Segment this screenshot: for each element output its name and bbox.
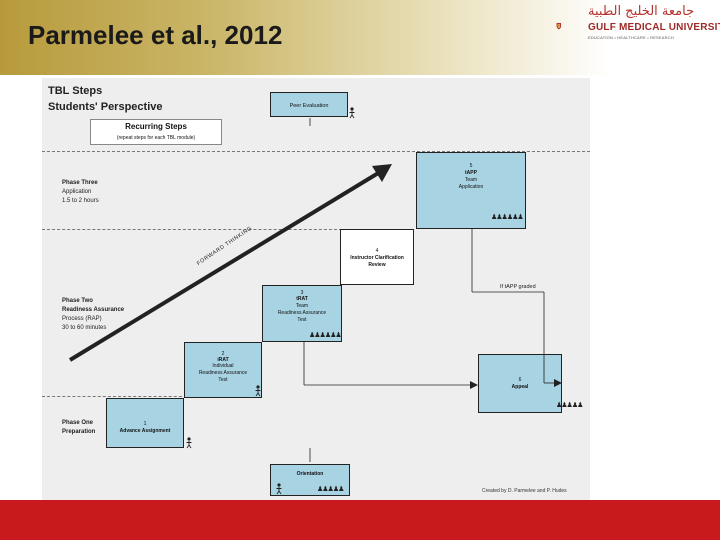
phase-one-title: Phase One [62, 420, 94, 426]
person-icon [276, 483, 282, 495]
step-3-box: 3 tRAT Team Readiness Assurance Test ♟♟♟… [262, 285, 342, 342]
phase-one-text: Preparation [62, 429, 96, 435]
step-1-label: Advance Assignment [119, 428, 171, 434]
connector-lines [303, 118, 562, 462]
person-icon [255, 385, 261, 397]
phase-three-text: 1.5 to 2 hours [62, 198, 99, 204]
step-4-label: Instructor Clarification [350, 255, 404, 261]
recurring-steps-box: Recurring Steps (repeat steps for each T… [90, 119, 222, 145]
diagram-subheading: Students' Perspective [48, 101, 163, 113]
step-5-title: tAPP [465, 170, 477, 176]
step-3-text: Team [295, 303, 309, 309]
phase-one-label: Phase One Preparation [62, 419, 95, 437]
step-2-text: Individual [212, 363, 234, 369]
step-5-box: 5 tAPP Team Application ♟♟♟♟♟♟ [416, 152, 526, 229]
phase-two-label: Phase Two Readiness Assurance Process (R… [62, 297, 124, 333]
step-2-box: 2 iRAT Individual Readiness Assurance Te… [184, 342, 262, 398]
peer-evaluation-label: Peer Evaluation [289, 103, 329, 109]
logo-arabic-text: جامعة الخليج الطبية [588, 4, 695, 19]
step-5-text: Team [464, 177, 478, 183]
phase-three-text: Application [62, 189, 92, 195]
phase-two-title: Phase Two [62, 298, 93, 304]
phase-three-label: Phase Three Application 1.5 to 2 hours [62, 179, 99, 206]
logo-tagline: EDUCATION • HEALTHCARE • RESEARCH [588, 35, 674, 40]
step-6-box: 6 Appeal [478, 354, 562, 413]
step-4-number: 4 [375, 248, 379, 254]
step-3-number: 3 [300, 290, 304, 296]
step-6-number: 6 [518, 377, 522, 383]
footer-bar [0, 500, 720, 540]
shield-icon [556, 23, 562, 30]
team-icon-row: ♟♟♟♟♟♟ [309, 332, 342, 339]
orientation-label: Orientation [296, 471, 324, 477]
logo-name: GULF MEDICAL UNIVERSITY [588, 22, 720, 33]
step-1-number: 1 [143, 421, 147, 427]
step-1-box: 1 Advance Assignment [106, 398, 184, 448]
phase-two-text: 30 to 60 minutes [62, 325, 107, 331]
orientation-box: Orientation ♟♟♟♟♟ [270, 464, 350, 496]
credit-text: Created by D. Parmelee and P. Hudes [482, 488, 567, 494]
recurring-steps-title: Recurring Steps [125, 122, 187, 131]
step-2-number: 2 [221, 351, 225, 357]
step-2-text: Test [218, 377, 228, 383]
peer-evaluation-box: Peer Evaluation [270, 92, 348, 117]
phase-divider [42, 151, 590, 152]
step-2-title: iRAT [217, 357, 229, 363]
phase-divider [42, 396, 192, 397]
tbl-diagram: TBL Steps Students' Perspective Recurrin… [42, 78, 590, 500]
step-2-text: Readiness Assurance [198, 370, 248, 376]
person-icon [349, 107, 355, 119]
step-6-label: Appeal [511, 384, 529, 390]
forward-thinking-arrow [68, 164, 392, 362]
step-5-text: Application [458, 184, 484, 190]
recurring-steps-sub: (repeat steps for each TBL module) [116, 135, 196, 141]
step-3-title: tRAT [296, 296, 308, 302]
person-icon [186, 437, 192, 449]
team-icon-row: ♟♟♟♟♟♟ [491, 214, 524, 221]
diagram-heading: TBL Steps [48, 85, 103, 97]
phase-three-title: Phase Three [62, 180, 98, 186]
phase-two-text: Process (RAP) [62, 316, 102, 322]
phase-divider [42, 229, 342, 230]
step-3-text: Test [297, 317, 307, 323]
header-band [0, 0, 720, 75]
step-3-text: Readiness Assurance [277, 310, 327, 316]
team-icon-row: ♟♟♟♟♟ [556, 402, 583, 409]
step-4-label: Review [368, 262, 386, 268]
slide-title: Parmelee et al., 2012 [28, 20, 283, 50]
phase-two-text: Readiness Assurance [62, 307, 125, 313]
team-icon-row: ♟♟♟♟♟ [317, 486, 344, 493]
step-4-box: 4 Instructor Clarification Review [340, 229, 414, 285]
if-graded-label: If tAPP graded [500, 284, 536, 290]
step-5-number: 5 [469, 163, 473, 169]
